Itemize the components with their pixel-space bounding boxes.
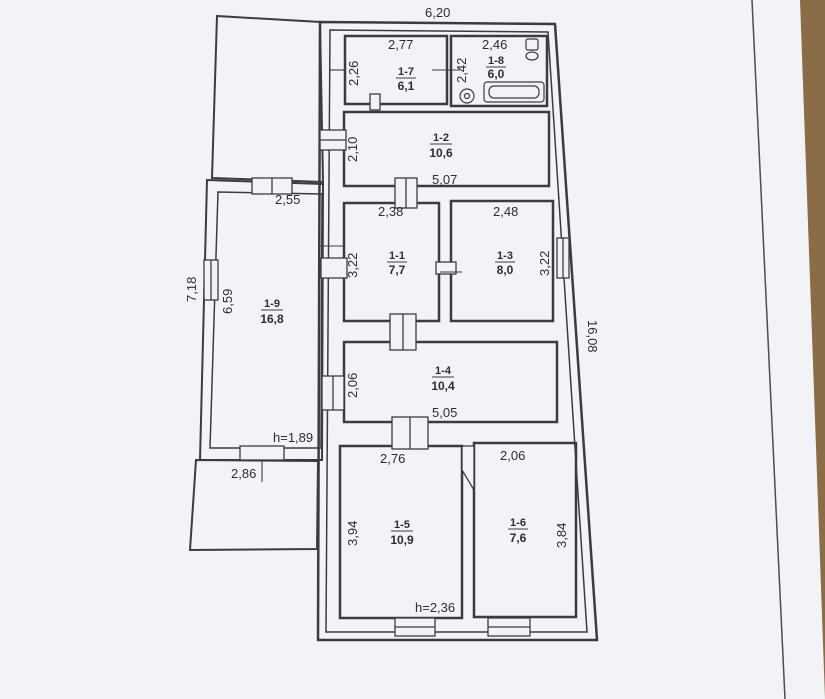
room-1-1-width: 2,38 <box>378 204 403 219</box>
room-1-2-width: 5,07 <box>432 172 457 187</box>
openings <box>203 93 570 637</box>
room-1-7-width: 2,77 <box>388 37 413 52</box>
overall-width-label: 6,20 <box>425 5 450 20</box>
paper-border-line <box>751 0 786 699</box>
room-1-6-area: 7,6 <box>510 531 527 545</box>
room-1-3-height: 3,22 <box>537 251 552 276</box>
room-1-1-height: 3,22 <box>345 253 360 278</box>
room-1-8-outline <box>449 34 549 108</box>
room-1-3-id: 1-3 <box>497 250 513 262</box>
room-1-6-id: 1-6 <box>510 517 526 529</box>
room-1-1-area: 7,7 <box>389 263 406 277</box>
outer-wall <box>316 20 599 642</box>
room-1-3-area: 8,0 <box>497 263 514 277</box>
room-1-8-area: 6,0 <box>488 67 505 81</box>
room-1-3-width: 2,48 <box>493 204 518 219</box>
dimension-ticks <box>261 69 462 482</box>
room-1-9-area: 16,8 <box>260 312 284 326</box>
room-1-7-area: 6,1 <box>398 79 415 93</box>
overall-length-label: 16,08 <box>585 320 600 353</box>
room-1-3-outline <box>449 199 555 323</box>
annex-lower-wall <box>188 458 320 552</box>
room-1-9-id: 1-9 <box>264 298 280 310</box>
room-1-8-height: 2,42 <box>454 58 469 83</box>
room-1-4-area: 10,4 <box>431 379 455 393</box>
room-1-5-width: 2,76 <box>380 451 405 466</box>
room-1-5-height: 3,94 <box>345 521 360 546</box>
annex-width-bottom-label: 2,86 <box>231 466 256 481</box>
room-1-2-id: 1-2 <box>433 132 449 144</box>
room-1-8-width: 2,46 <box>482 37 507 52</box>
room-1-9-height: 6,59 <box>220 289 235 314</box>
room-1-1-id: 1-1 <box>389 250 405 262</box>
room-1-4-width: 5,05 <box>432 405 457 420</box>
room-1-5-id: 1-5 <box>394 519 410 531</box>
annex-wall <box>210 14 325 184</box>
annex-height-label: h=1,89 <box>273 430 313 445</box>
room-1-6-height: 3,84 <box>554 523 569 548</box>
room-1-6-outline <box>472 441 578 619</box>
room-1-2-height: 2,10 <box>345 137 360 162</box>
annex-length-label: 7,18 <box>184 277 199 302</box>
room-1-6-width: 2,06 <box>500 448 525 463</box>
room-1-2-area: 10,6 <box>429 146 453 160</box>
annex-width-top-label: 2,55 <box>275 192 300 207</box>
room-1-7-height: 2,26 <box>346 61 361 86</box>
room-1-7-id: 1-7 <box>398 66 414 78</box>
room-1-8-id: 1-8 <box>488 55 504 67</box>
house-height-label: h=2,36 <box>415 600 455 615</box>
room-1-4-id: 1-4 <box>435 365 452 377</box>
room-1-4-height: 2,06 <box>345 373 360 398</box>
inner-wall-offset <box>325 29 588 633</box>
bathtub-icon <box>459 38 545 104</box>
room-1-5-area: 10,9 <box>390 533 414 547</box>
